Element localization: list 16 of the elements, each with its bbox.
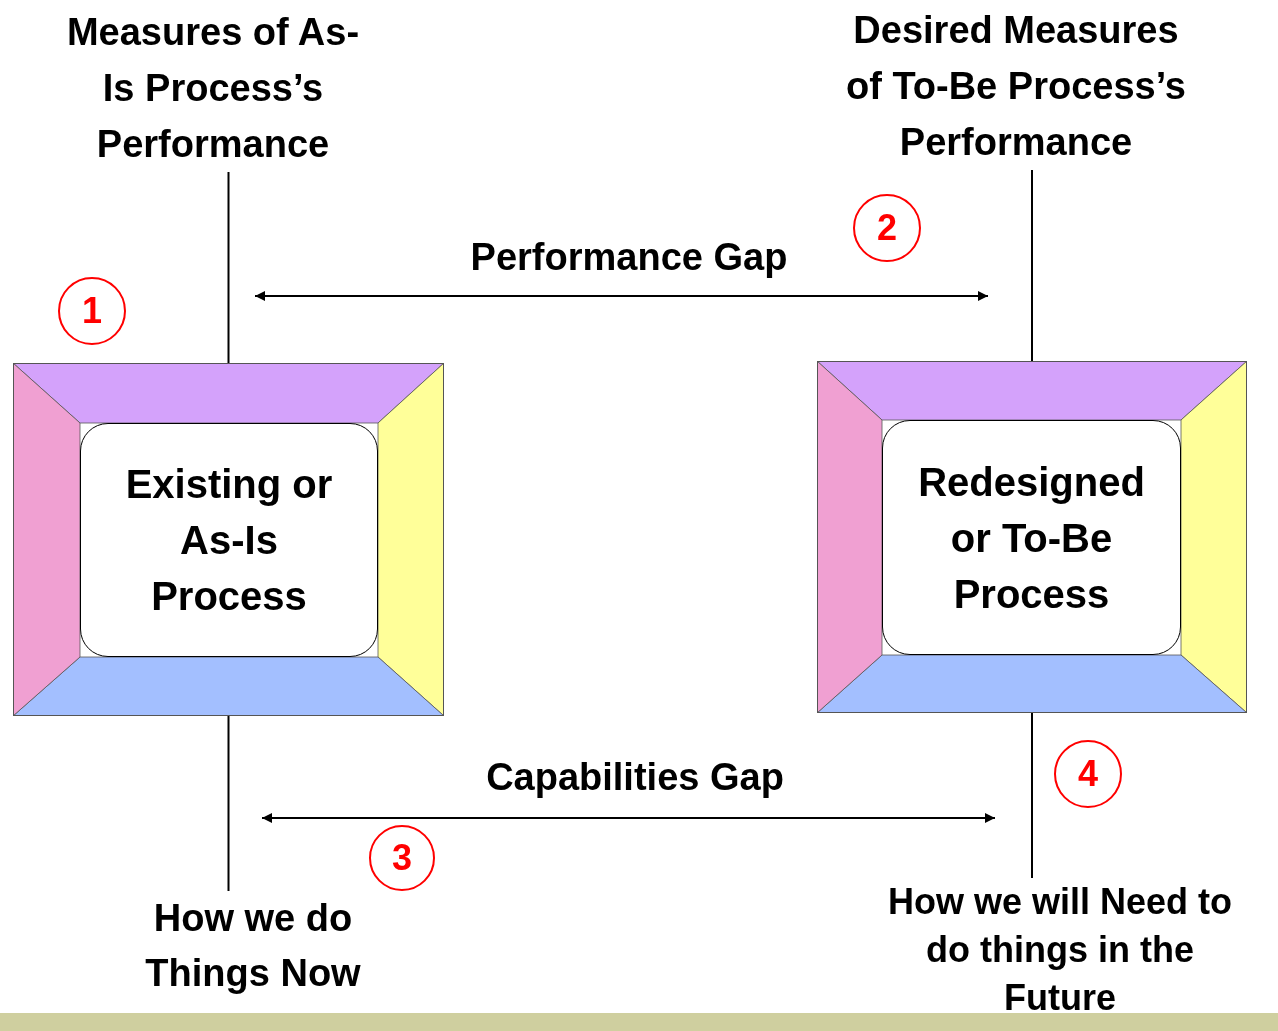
caption-text: Measures of As-Is Process’s Performance — [58, 4, 368, 172]
caption-text: How we do Things Now — [100, 891, 406, 1001]
connector-line — [1031, 712, 1033, 879]
process-label: Existing or As-Is Process — [80, 423, 378, 657]
connector-line — [1031, 169, 1033, 362]
connector-line — [227, 715, 230, 892]
connector-line — [227, 171, 230, 364]
callout-number: 2 — [853, 194, 921, 262]
callout-number: 3 — [369, 825, 435, 891]
gap-label: Capabilities Gap — [486, 756, 784, 799]
callout-number: 4 — [1054, 740, 1122, 808]
gap-label: Performance Gap — [470, 236, 788, 279]
caption-text: Desired Measures of To-Be Process’s Performance — [842, 2, 1190, 170]
caption-text: How we will Need to do things in the Future — [870, 878, 1250, 1022]
callout-number: 1 — [58, 277, 126, 345]
process-label: Redesigned or To-Be Process — [882, 420, 1181, 655]
